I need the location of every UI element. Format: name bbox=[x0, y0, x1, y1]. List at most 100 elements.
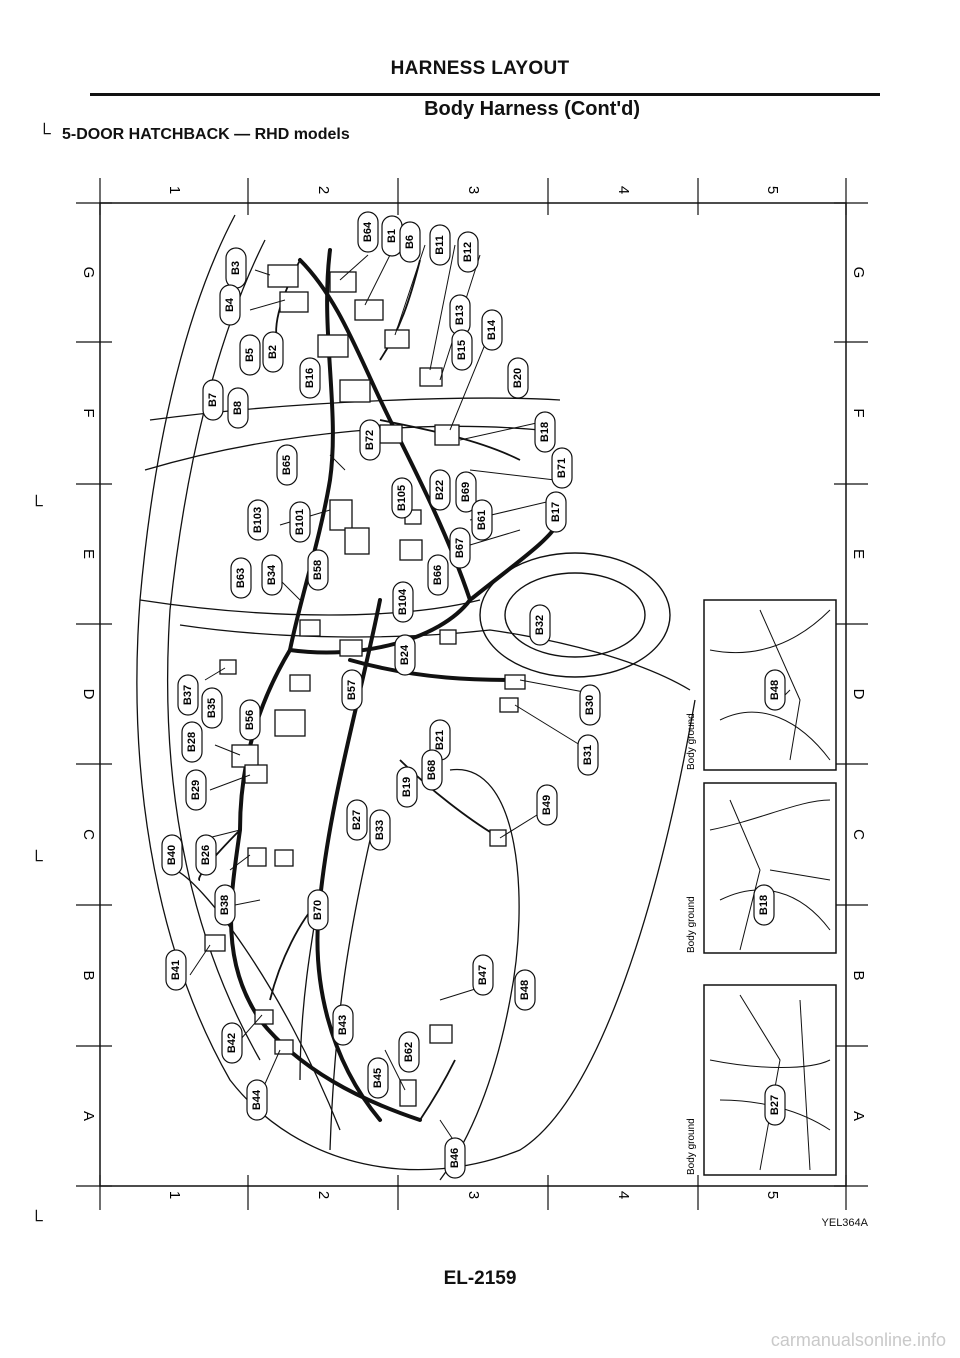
connector-label: B21 bbox=[434, 730, 446, 750]
connector-callout-b18: B18 bbox=[534, 411, 556, 453]
binding-hook-icon: └ bbox=[30, 495, 43, 515]
row-label-left: C bbox=[80, 829, 97, 840]
connector-callout-b33: B33 bbox=[369, 809, 391, 851]
connector-callout-b48: B48 bbox=[514, 969, 536, 1011]
connector-label: B35 bbox=[206, 698, 218, 718]
row-label-right: D bbox=[850, 689, 867, 700]
column-label-top: 1 bbox=[166, 186, 183, 194]
connector-callout-b37: B37 bbox=[177, 674, 199, 716]
connector-callout-b69: B69 bbox=[455, 471, 477, 513]
connector-label: B47 bbox=[477, 965, 489, 985]
connector-callout-b17: B17 bbox=[545, 491, 567, 533]
connector-callout-b67: B67 bbox=[449, 527, 471, 569]
column-label-top: 3 bbox=[465, 186, 482, 194]
inset-1-label: Body ground bbox=[686, 713, 697, 770]
connector-callout-b65: B65 bbox=[276, 444, 298, 486]
connector-callout-b8: B8 bbox=[227, 387, 249, 429]
connector-label: B61 bbox=[476, 510, 488, 530]
connector-label: B20 bbox=[512, 368, 524, 388]
connector-callout-b38: B38 bbox=[214, 884, 236, 926]
row-label-right: G bbox=[850, 267, 867, 279]
connector-callout-b11: B11 bbox=[429, 224, 451, 266]
connector-callout-b28: B28 bbox=[181, 721, 203, 763]
connector-label: B38 bbox=[219, 895, 231, 915]
connector-label: B105 bbox=[396, 485, 408, 511]
connector-label: B1 bbox=[386, 229, 398, 243]
connector-callout-b24: B24 bbox=[394, 634, 416, 676]
connector-label: B63 bbox=[235, 568, 247, 588]
connector-label: B65 bbox=[281, 455, 293, 475]
connector-label: B71 bbox=[556, 458, 568, 478]
connector-callout-b2: B2 bbox=[262, 331, 284, 373]
connector-label: B33 bbox=[374, 820, 386, 840]
connector-label: B27 bbox=[769, 1095, 781, 1115]
connector-label: B104 bbox=[397, 588, 409, 615]
connector-label: B24 bbox=[399, 644, 411, 665]
connector-label: B103 bbox=[252, 507, 264, 533]
connector-callout-b71: B71 bbox=[551, 447, 573, 489]
inset-3-label: Body ground bbox=[686, 1118, 697, 1175]
row-label-right: F bbox=[850, 408, 867, 417]
connector-label: B41 bbox=[170, 960, 182, 980]
connector-label: B22 bbox=[434, 480, 446, 500]
connector-label: B27 bbox=[351, 810, 363, 830]
connector-label: B48 bbox=[769, 680, 781, 700]
row-label-left: B bbox=[80, 970, 97, 980]
connector-callout-b6: B6 bbox=[399, 221, 421, 263]
connector-callout-b16: B16 bbox=[299, 357, 321, 399]
connector-callout-b35: B35 bbox=[201, 687, 223, 729]
connector-label: B37 bbox=[182, 685, 194, 705]
connector-callout-b58: B58 bbox=[307, 549, 329, 591]
connector-label: B72 bbox=[364, 430, 376, 450]
connector-callout-b12: B12 bbox=[457, 231, 479, 273]
connector-callout-b45: B45 bbox=[367, 1057, 389, 1099]
connector-callout-b34: B34 bbox=[261, 554, 283, 596]
connector-callout-b5: B5 bbox=[239, 334, 261, 376]
connector-callout-b63: B63 bbox=[230, 557, 252, 599]
connector-callout-b70: B70 bbox=[307, 889, 329, 931]
connector-label: B31 bbox=[582, 745, 594, 765]
connector-label: B29 bbox=[190, 780, 202, 800]
connector-label: B26 bbox=[200, 845, 212, 865]
column-label-bottom: 1 bbox=[166, 1191, 183, 1199]
row-label-right: A bbox=[850, 1111, 867, 1121]
column-label-top: 5 bbox=[764, 186, 781, 194]
page-number: EL-2159 bbox=[443, 1268, 517, 1289]
connector-label: B32 bbox=[534, 615, 546, 635]
connector-label: B16 bbox=[304, 368, 316, 388]
connector-label: B11 bbox=[434, 235, 446, 255]
connector-label: B58 bbox=[312, 560, 324, 580]
connector-callout-b68: B68 bbox=[421, 749, 443, 791]
connector-callout-b7: B7 bbox=[202, 379, 224, 421]
connector-callout-b103: B103 bbox=[247, 499, 269, 541]
connector-label: B48 bbox=[519, 980, 531, 1000]
connector-label: B62 bbox=[403, 1042, 415, 1062]
connector-callout-b44: B44 bbox=[246, 1079, 268, 1121]
connector-label: B66 bbox=[432, 565, 444, 585]
connector-label: B18 bbox=[539, 422, 551, 442]
diagram-frame bbox=[99, 202, 847, 1187]
connector-label: B17 bbox=[550, 502, 562, 522]
connector-callout-b101: B101 bbox=[289, 501, 311, 543]
section-subtitle: Body Harness (Cont'd) bbox=[424, 98, 640, 120]
connector-label: B8 bbox=[232, 401, 244, 415]
connector-label: B15 bbox=[456, 340, 468, 360]
connector-label: B18 bbox=[758, 895, 770, 915]
column-label-bottom: 4 bbox=[615, 1191, 632, 1199]
connector-callout-b26: B26 bbox=[195, 834, 217, 876]
row-label-right: C bbox=[850, 829, 867, 840]
connector-callout-b104: B104 bbox=[392, 581, 414, 623]
inset-panel-2 bbox=[703, 782, 837, 954]
connector-callout-b15: B15 bbox=[451, 329, 473, 371]
connector-callout-b30: B30 bbox=[579, 684, 601, 726]
connector-label: B44 bbox=[251, 1089, 263, 1110]
connector-callout-b32: B32 bbox=[529, 604, 551, 646]
connector-label: B101 bbox=[294, 509, 306, 535]
connector-callout-b27: B27 bbox=[764, 1084, 786, 1126]
connector-label: B40 bbox=[166, 845, 178, 865]
connector-callout-b40: B40 bbox=[161, 834, 183, 876]
connector-callout-b72: B72 bbox=[359, 419, 381, 461]
connector-callout-b19: B19 bbox=[396, 766, 418, 808]
